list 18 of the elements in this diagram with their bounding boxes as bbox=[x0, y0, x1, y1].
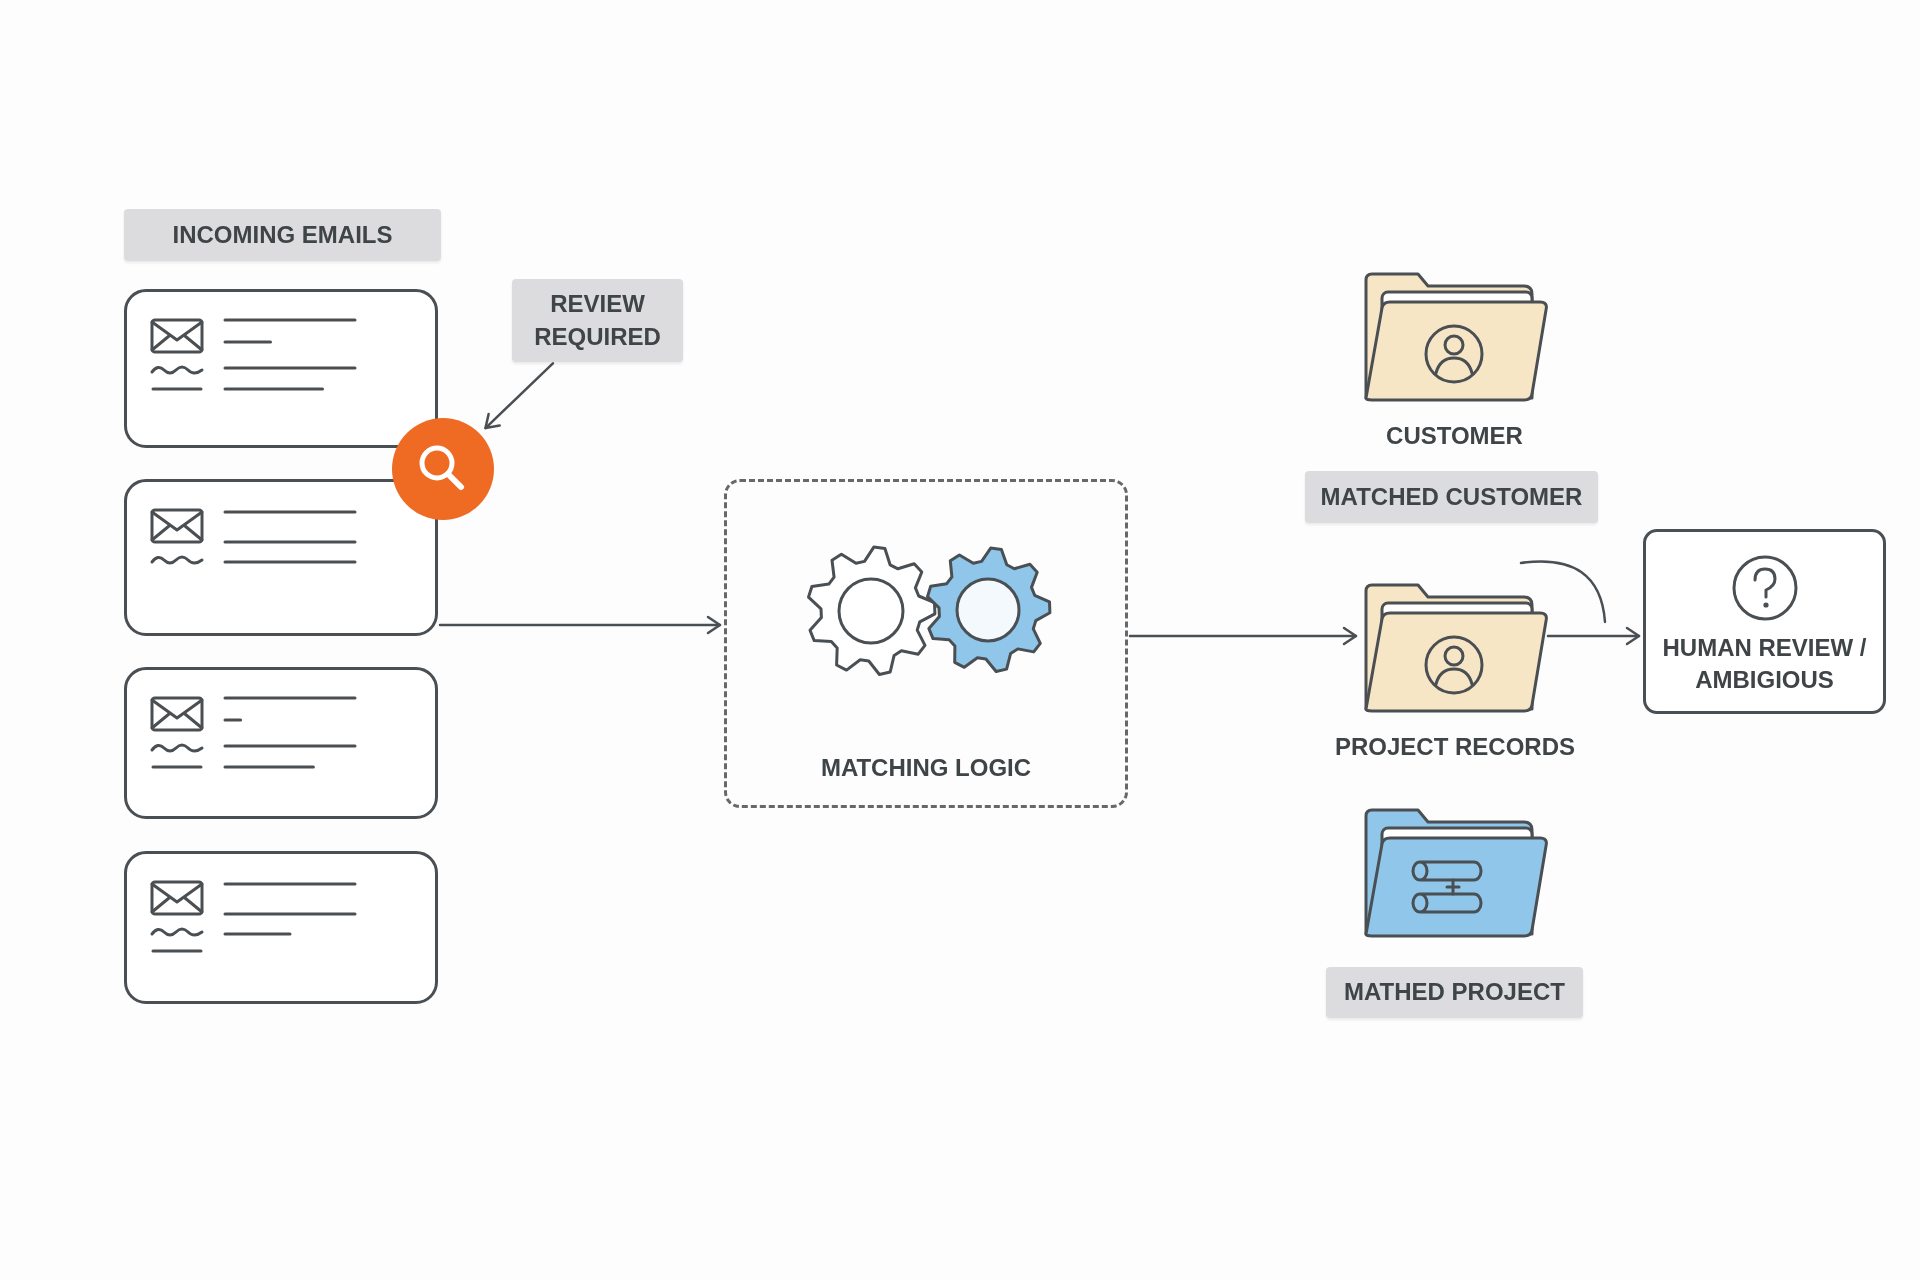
node-label: MATCHING LOGIC bbox=[819, 753, 1033, 783]
label-tag: MATCHED CUSTOMER bbox=[1305, 471, 1598, 523]
email-card bbox=[124, 479, 438, 636]
arrow bbox=[438, 615, 722, 635]
folder-label: PROJECT RECORDS bbox=[1333, 732, 1576, 762]
email-card bbox=[124, 667, 438, 819]
label-tag: REVIEW REQUIRED bbox=[512, 279, 683, 362]
arrow bbox=[484, 362, 555, 430]
arrow bbox=[1546, 626, 1641, 646]
arrow bbox=[1128, 626, 1358, 646]
label-tag: MATHED PROJECT bbox=[1326, 967, 1583, 1018]
label-tag: INCOMING EMAILS bbox=[124, 209, 441, 261]
process-frame bbox=[724, 479, 1128, 808]
folder-label: CUSTOMER bbox=[1385, 421, 1524, 451]
review-box bbox=[1643, 529, 1886, 714]
node-label: HUMAN REVIEW / AMBIGIOUS bbox=[1661, 633, 1868, 696]
email-card bbox=[124, 289, 438, 448]
email-card bbox=[124, 851, 438, 1004]
